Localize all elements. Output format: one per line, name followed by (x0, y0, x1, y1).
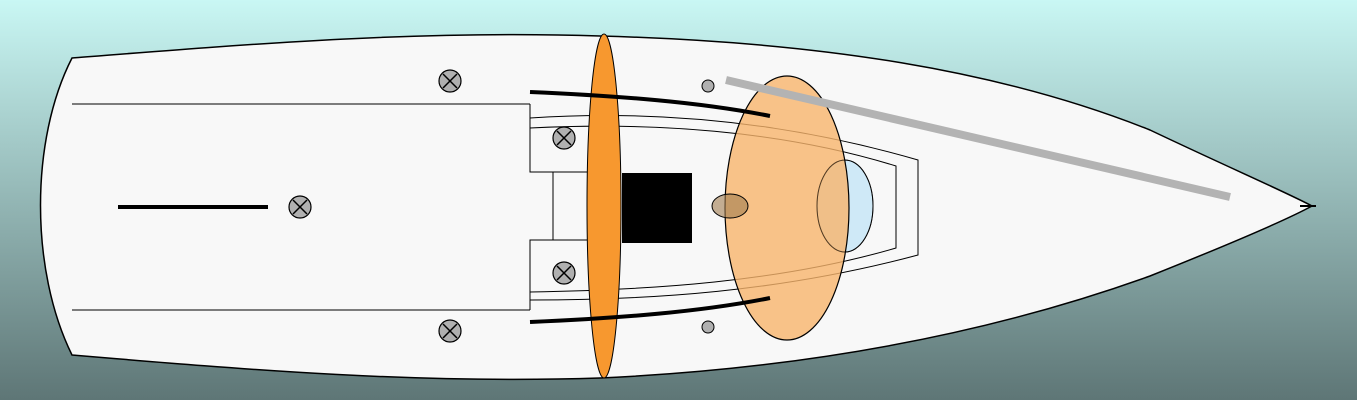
starboard-chainplate (701, 320, 715, 334)
winch-icon (438, 69, 462, 93)
winch-icon (438, 319, 462, 343)
mast-partner (586, 33, 622, 379)
winch-icon (288, 195, 312, 219)
port-genoa-track (529, 90, 771, 118)
port-chainplate (701, 79, 715, 93)
companionway-hatch (622, 173, 692, 243)
coachroof-inner (529, 125, 897, 293)
deck-fitting-group (288, 69, 576, 343)
coachroof-outer (529, 104, 919, 310)
bow-rail (725, 76, 1231, 201)
starboard-genoa-track (529, 296, 771, 324)
mast-step (711, 193, 749, 219)
winch-icon (552, 261, 576, 285)
winch-icon (552, 126, 576, 150)
hatch-overlap (816, 159, 874, 253)
